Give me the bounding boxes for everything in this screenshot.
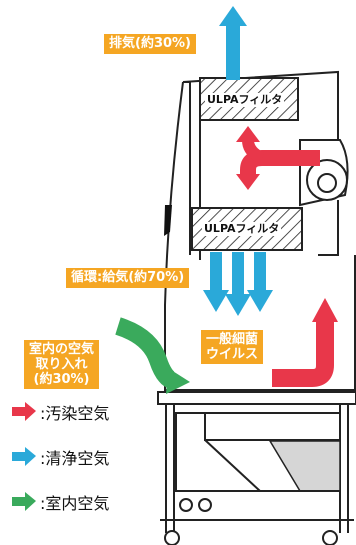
downflow-arrows (203, 252, 273, 316)
blower-housing (299, 139, 349, 207)
room-intake-arrow (115, 317, 190, 394)
legend-green-arrow-icon (12, 492, 36, 511)
circulation-label: 循環:給気(約70%) (66, 268, 190, 288)
exhaust-label: 排気(約30%) (104, 34, 196, 54)
exhaust-arrow (219, 6, 247, 80)
lower-filter-label: ULPAフィルタ (202, 222, 282, 236)
legend-item-clean: :清浄空気 (40, 445, 109, 469)
legend-label-clean: :清浄空気 (40, 449, 110, 468)
cabinet-stand (157, 391, 356, 545)
legend-item-contaminated: :汚染空気 (40, 400, 109, 424)
contaminant-label: 一般細菌 ウイルス (201, 330, 264, 364)
legend-blue-arrow-icon (12, 447, 36, 466)
legend-red-arrow-icon (12, 402, 36, 421)
upper-filter-label: ULPAフィルタ (205, 93, 285, 107)
legend-arrows (12, 402, 36, 511)
recirculation-arrow (236, 126, 320, 190)
legend-label-contaminated: :汚染空気 (40, 404, 110, 423)
legend-label-room: :室内空気 (40, 494, 110, 513)
rear-uplift-arrow (272, 298, 338, 387)
legend-item-room: :室内空気 (40, 490, 109, 514)
front-sash (164, 205, 172, 236)
room-intake-label: 室内の空気 取り入れ (約30%) (24, 340, 100, 389)
